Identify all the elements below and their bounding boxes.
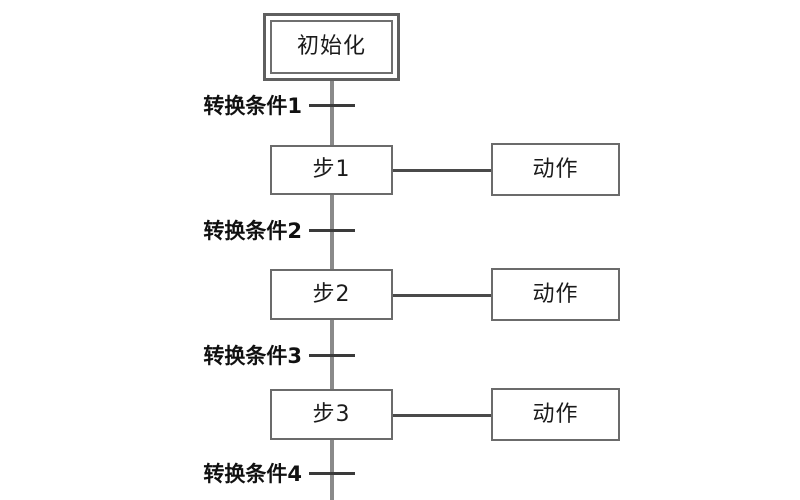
transition-label-3: 转换条件3 <box>203 344 302 368</box>
transition-tick-3 <box>309 354 355 357</box>
step-label-3: 步3 <box>312 401 351 427</box>
step-box-2[interactable]: 步2 <box>270 269 393 320</box>
step-label-2: 步2 <box>312 281 351 307</box>
action-label-3: 动作 <box>532 401 579 427</box>
connector-step3-action <box>392 414 492 417</box>
rail-step2-to-transition3 <box>330 320 334 362</box>
action-box-1[interactable]: 动作 <box>491 143 620 196</box>
step-label-1: 步1 <box>312 157 351 182</box>
action-label-2: 动作 <box>532 281 579 307</box>
connector-step2-action <box>392 294 492 297</box>
initial-step-inner-frame: 初始化 <box>270 20 393 74</box>
transition-tick-4 <box>309 472 355 475</box>
transition-tick-2 <box>309 229 355 232</box>
transition-label-2: 转换条件2 <box>203 219 302 243</box>
connector-step1-action <box>392 169 492 172</box>
step-box-1[interactable]: 步1 <box>270 145 393 195</box>
initial-step-box[interactable]: 初始化 <box>263 13 400 81</box>
rail-step1-to-transition2 <box>330 195 334 237</box>
transition-label-1: 转换条件1 <box>203 94 302 118</box>
rail-initial-to-transition1 <box>330 81 334 107</box>
rail-step3-to-transition4 <box>330 440 334 476</box>
action-box-2[interactable]: 动作 <box>491 268 620 321</box>
rail-transition1-to-step1 <box>330 105 334 147</box>
rail-transition4-outgoing <box>330 474 334 500</box>
step-box-3[interactable]: 步3 <box>270 389 393 440</box>
action-box-3[interactable]: 动作 <box>491 388 620 441</box>
action-label-1: 动作 <box>532 156 579 182</box>
transition-tick-1 <box>309 104 355 107</box>
transition-label-4: 转换条件4 <box>203 462 302 486</box>
rail-transition3-to-step3 <box>330 360 334 391</box>
rail-transition2-to-step2 <box>330 235 334 271</box>
initial-step-label: 初始化 <box>296 34 366 59</box>
